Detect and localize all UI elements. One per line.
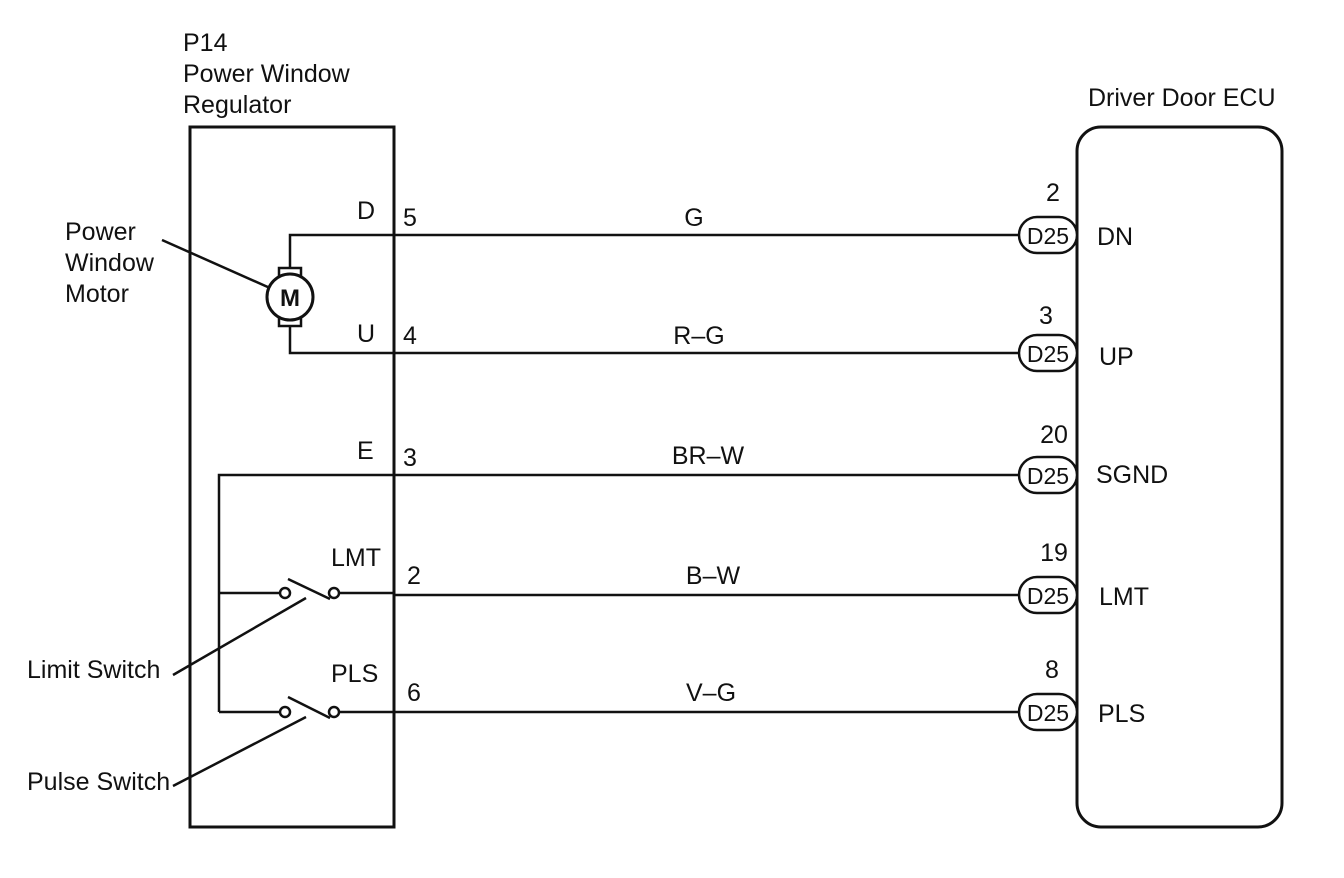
ecu-terminal-sgnd: SGND xyxy=(1096,461,1168,489)
connector-label-sgnd: D25 xyxy=(1027,463,1069,489)
regulator-pin-2: 2 xyxy=(407,562,421,590)
connector-d25-sgnd xyxy=(1017,455,1079,495)
connector-label-pls: D25 xyxy=(1027,700,1069,726)
motor-wire-bottom xyxy=(288,326,395,355)
pulse-switch-leader xyxy=(172,715,307,788)
connector-label-lmt: D25 xyxy=(1027,583,1069,609)
connector-d25-up xyxy=(1017,333,1079,373)
wire-dn: D 5 G 2 DN xyxy=(357,179,1133,251)
motor-wire-top xyxy=(288,233,395,268)
limit-switch-contact-a xyxy=(278,586,292,600)
limit-switch-contact-b xyxy=(327,586,341,600)
ecu-terminal-up: UP xyxy=(1099,343,1134,371)
pulse-switch-contact-a xyxy=(278,705,292,719)
regulator-box xyxy=(188,125,396,829)
regulator-terminal-pls: PLS xyxy=(331,660,378,688)
regulator-name-line1: Power Window xyxy=(183,60,351,88)
regulator-pin-4: 4 xyxy=(403,322,417,350)
limit-switch-blade xyxy=(287,577,331,601)
wire-sgnd: E 3 BR–W 20 SGND xyxy=(357,421,1168,489)
connector-d25-pls xyxy=(1017,692,1079,732)
wire-up: U 4 R–G 3 UP xyxy=(357,302,1134,371)
pulse-switch-contact-b xyxy=(327,705,341,719)
ecu-terminal-pls: PLS xyxy=(1098,700,1145,728)
connector-d25-dn xyxy=(1017,215,1079,255)
regulator-terminal-e: E xyxy=(357,437,374,465)
connector-label-up: D25 xyxy=(1027,341,1069,367)
motor-leader-line xyxy=(161,238,271,290)
regulator-name-line2: Regulator xyxy=(183,91,291,119)
regulator-pin-5: 5 xyxy=(403,204,417,232)
pulse-switch-label: Pulse Switch xyxy=(27,768,170,796)
motor-symbol: M xyxy=(280,285,300,312)
connector-label-dn: D25 xyxy=(1027,223,1069,249)
regulator-pin-6: 6 xyxy=(407,679,421,707)
wire-color-b-w: B–W xyxy=(686,562,741,590)
connector-d25-lmt xyxy=(1017,575,1079,615)
limit-switch-label: Limit Switch xyxy=(27,656,160,684)
motor-label-line2: Window xyxy=(65,249,155,277)
motor-label-line3: Motor xyxy=(65,280,129,308)
regulator-terminal-lmt: LMT xyxy=(331,544,381,572)
ground-bus-wire xyxy=(217,473,395,712)
motor-label-line1: Power xyxy=(65,218,136,246)
ecu-terminal-lmt: LMT xyxy=(1099,583,1149,611)
wire-color-br-w: BR–W xyxy=(672,442,745,470)
ecu-name: Driver Door ECU xyxy=(1088,84,1276,112)
ecu-pin-2: 2 xyxy=(1046,179,1060,207)
ecu-terminal-dn: DN xyxy=(1097,223,1133,251)
wire-color-v-g: V–G xyxy=(686,679,736,707)
ecu-pin-20: 20 xyxy=(1040,421,1068,449)
regulator-terminal-u: U xyxy=(357,320,375,348)
regulator-pin-3: 3 xyxy=(403,444,417,472)
limit-switch-leader xyxy=(172,596,307,677)
wire-color-r-g: R–G xyxy=(673,322,724,350)
wire-pls: PLS 6 V–G 8 PLS xyxy=(331,656,1145,728)
regulator-terminal-d: D xyxy=(357,197,375,225)
ecu-pin-3: 3 xyxy=(1039,302,1053,330)
ecu-pin-8: 8 xyxy=(1045,656,1059,684)
ecu-pin-19: 19 xyxy=(1040,539,1068,567)
wire-color-g: G xyxy=(684,204,703,232)
motor-icon xyxy=(265,272,315,322)
pulse-switch-blade xyxy=(287,695,331,720)
wire-lmt: LMT 2 B–W 19 LMT xyxy=(331,539,1149,611)
regulator-code: P14 xyxy=(183,29,228,57)
